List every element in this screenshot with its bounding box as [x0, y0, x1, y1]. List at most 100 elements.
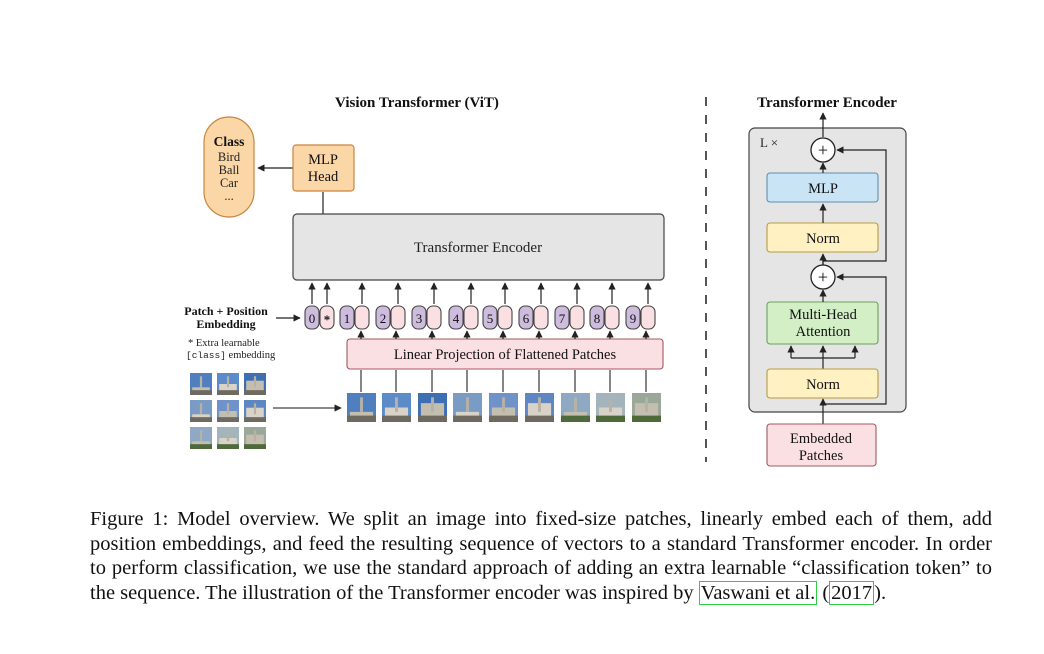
class-pill — [203, 116, 255, 218]
mlp-head: MLP Head — [292, 144, 355, 192]
source-tile-6 — [244, 400, 266, 422]
position-embedding-7 — [554, 305, 570, 330]
position-index-4: 4 — [453, 311, 460, 326]
class-title: Class — [214, 134, 245, 149]
token-5: 5 — [482, 282, 513, 330]
vit-title: Vision Transformer (ViT) — [335, 95, 499, 111]
patch-9-ground — [632, 415, 661, 422]
attention-label-line1: Multi-Head — [789, 307, 857, 323]
embedded-patches-line2: Patches — [799, 448, 844, 464]
source-tile-5-ground — [217, 417, 239, 422]
source-tile-8 — [217, 427, 239, 449]
source-tile-8-tower — [226, 430, 230, 442]
class-item-ball: Ball — [219, 163, 240, 177]
patch-8-tower — [609, 397, 612, 412]
extra-embedding-note-rest: embedding — [226, 350, 276, 361]
citation-close: ). — [874, 581, 887, 604]
patch-embedding-1 — [354, 305, 370, 330]
source-tile-5-building — [219, 411, 237, 422]
linear-projection-box — [346, 338, 664, 370]
linear-projection-label: Linear Projection of Flattened Patches — [394, 347, 617, 363]
position-embedding-1 — [339, 305, 355, 330]
position-embedding-4 — [448, 305, 464, 330]
patch-sequence — [347, 393, 661, 422]
source-tile-3 — [244, 373, 266, 395]
class-item-bird: Bird — [218, 150, 241, 164]
position-embedding-3 — [411, 305, 427, 330]
citation-author-link[interactable]: Vaswani et al. — [698, 580, 818, 605]
source-tile-1-tower — [199, 376, 203, 388]
mlp-head-box — [292, 144, 355, 192]
mlp-head-line1: MLP — [308, 152, 338, 168]
patch-3-ground — [418, 415, 447, 422]
position-index-9: 9 — [630, 311, 637, 326]
position-index-7: 7 — [559, 311, 566, 326]
source-tile-5-tower — [226, 403, 230, 415]
embedded-patches-box — [766, 423, 877, 467]
encoder-mlp-label: MLP — [808, 181, 838, 197]
source-tile-4-tower — [199, 403, 203, 415]
source-tile-7-tower — [199, 430, 203, 442]
extra-embedding-note-line1: * Extra learnable — [188, 338, 260, 349]
embedded-patches-line1: Embedded — [790, 431, 853, 447]
patch-3 — [418, 393, 447, 422]
patch-embedding-5 — [497, 305, 513, 330]
patch-1 — [347, 393, 376, 422]
patch-6-ground — [525, 415, 554, 422]
patch-2 — [382, 393, 411, 422]
patch-6 — [525, 393, 554, 422]
source-tile-9-tower — [253, 430, 257, 442]
patch-1-ground — [347, 415, 376, 422]
embedding-label-line1: Patch + Position — [184, 304, 268, 318]
class-token-mono: [class] — [186, 350, 226, 361]
token-9: 9 — [625, 282, 656, 330]
token-7: 7 — [554, 282, 585, 330]
repeat-label: L × — [760, 135, 778, 150]
source-tile-6-tower — [253, 403, 257, 415]
patch-5-tower — [502, 397, 505, 412]
patch-5 — [489, 393, 518, 422]
patch-1-tower — [360, 397, 363, 412]
patch-3-tower — [431, 397, 434, 412]
plus-middle-glyph: + — [818, 267, 828, 287]
patch-embedding-4 — [463, 305, 479, 330]
extra-embedding-note-line2: [class] embedding — [186, 350, 276, 361]
source-tile-3-tower — [253, 376, 257, 388]
source-tile-9 — [244, 427, 266, 449]
attention-label-line2: Attention — [796, 324, 852, 340]
patch-9-tower — [645, 397, 648, 412]
position-index-1: 1 — [344, 311, 351, 326]
source-tile-4-ground — [190, 417, 212, 422]
patch-7-ground — [561, 415, 590, 422]
class-output: Class Bird Ball Car ... — [203, 116, 255, 218]
position-index-6: 6 — [523, 311, 530, 326]
encoder-norm1-label: Norm — [806, 377, 841, 393]
source-tile-2-ground — [217, 390, 239, 395]
token-8: 8 — [589, 282, 620, 330]
source-tile-7-ground — [190, 444, 212, 449]
caption-text: Figure 1: Model overview. We split an im… — [90, 508, 992, 604]
class-item-car: Car — [220, 176, 239, 190]
citation-year-link[interactable]: 2017 — [829, 580, 875, 605]
token-4: 4 — [448, 282, 479, 330]
vit-encoder: Transformer Encoder — [292, 213, 665, 281]
position-embedding-9 — [625, 305, 641, 330]
mlp-head-line2: Head — [308, 169, 339, 185]
embedding-label-line2: Embedding — [196, 317, 255, 331]
patch-embedding-7 — [569, 305, 585, 330]
class-item-ellipsis: ... — [224, 189, 233, 203]
patch-embedding-6 — [533, 305, 549, 330]
patch-embedding-2 — [390, 305, 406, 330]
residual-connection-upper — [822, 146, 887, 265]
patch-2-tower — [395, 397, 398, 412]
source-tile-5 — [217, 400, 239, 422]
position-embedding-2 — [375, 305, 391, 330]
position-embedding-8 — [589, 305, 605, 330]
patch-9 — [632, 393, 661, 422]
token-1: 1 — [339, 282, 370, 330]
encoder-norm1-box — [766, 368, 879, 399]
encoder-block-title: Transformer Encoder — [757, 95, 897, 111]
patch-4 — [453, 393, 482, 422]
